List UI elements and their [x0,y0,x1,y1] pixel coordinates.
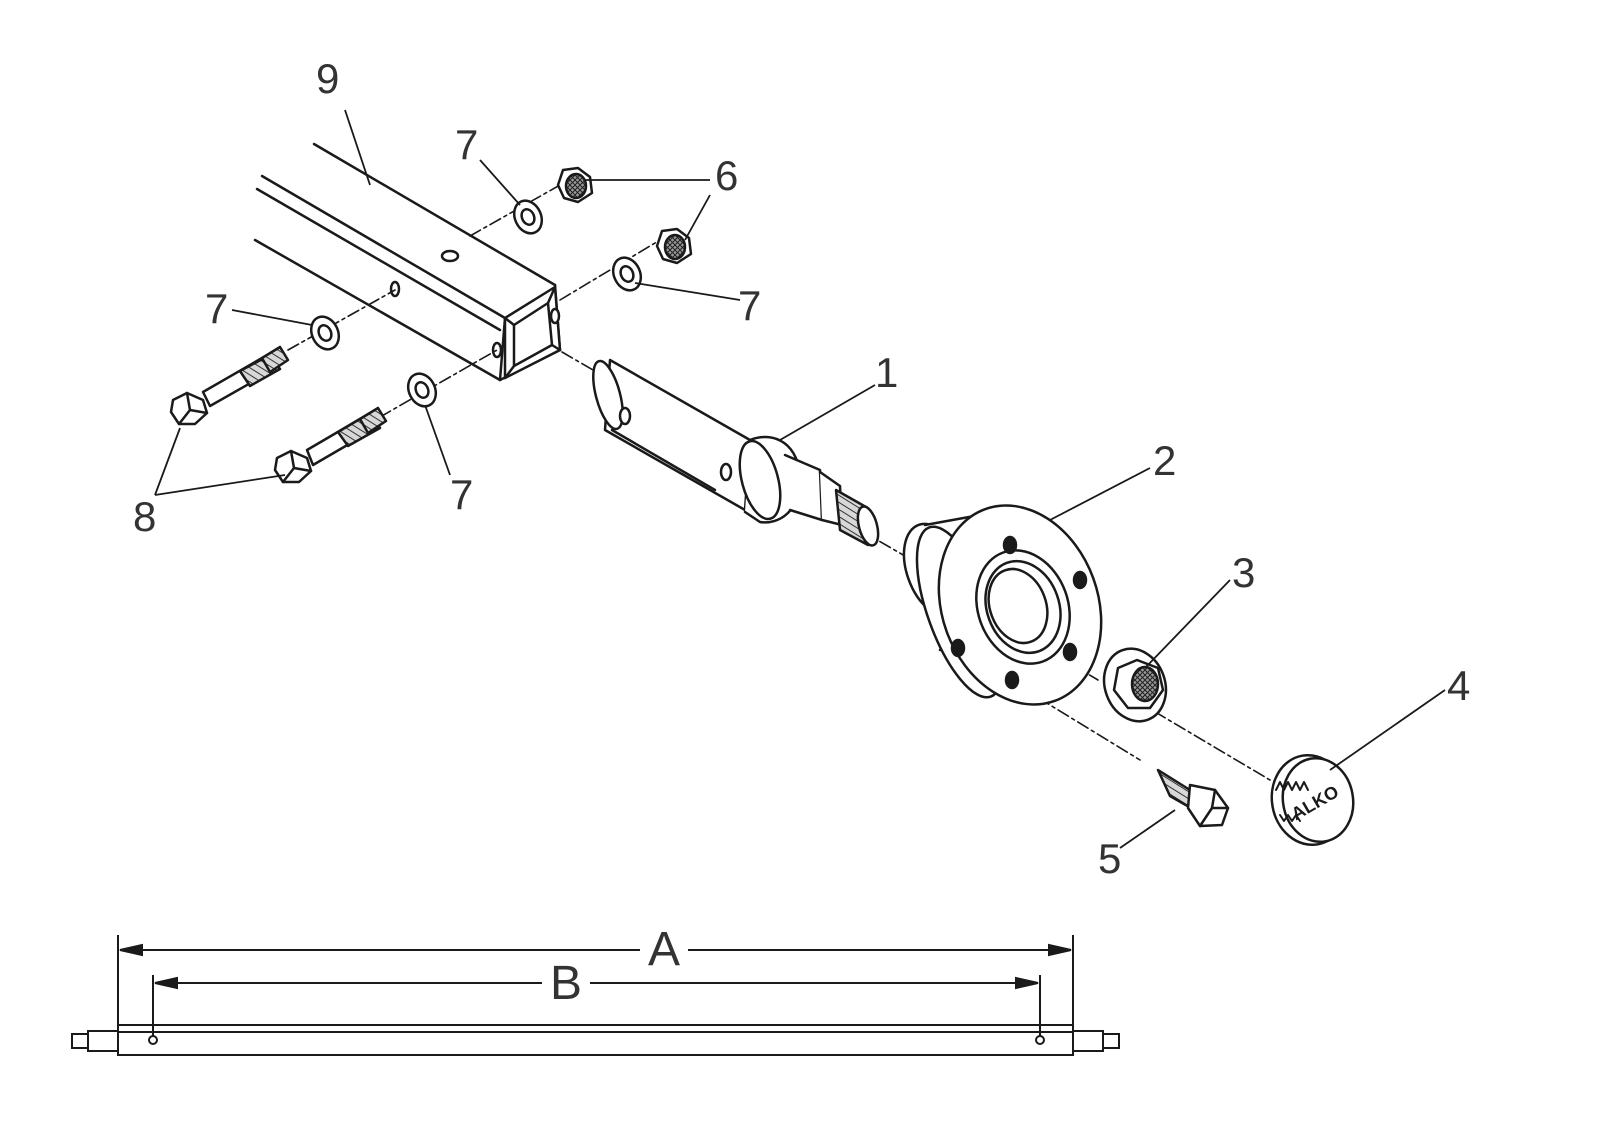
wheel-bolt [1156,768,1230,828]
callout-4: 4 [1447,662,1471,709]
washer-bottom [406,372,438,408]
stub-left [87,1030,119,1052]
callout-7-right: 7 [738,282,762,329]
bolt-lower [273,406,388,484]
stub-right [1072,1030,1104,1052]
hub-nut [1102,647,1168,723]
callout-6: 6 [715,152,739,199]
hub-cap [1270,753,1355,847]
leader-lines [154,109,1446,849]
lock-nut-top [556,166,594,204]
callout-3: 3 [1232,549,1256,596]
callout-7-bottom: 7 [450,471,474,518]
callout-2: 2 [1153,437,1177,484]
lock-nut-bottom [655,227,693,265]
callout-7-left: 7 [205,285,229,332]
stub-axle [592,358,880,547]
callout-7-top: 7 [455,121,479,168]
callout-5: 5 [1098,835,1122,882]
callout-8: 8 [133,493,157,540]
callout-9: 9 [316,55,340,102]
axle-beam-side-view [117,1024,1074,1056]
dimension-label-b: B [542,960,591,1008]
washer-left [309,315,341,351]
wheel-hub [902,504,1103,706]
washer-right [611,256,643,292]
callout-1: 1 [875,349,899,396]
axle-dimension-drawing [71,935,1120,1056]
washer-top [512,199,544,235]
bolt-upper [169,345,290,426]
dimension-label-a: A [640,926,689,974]
axle-tube [253,142,562,382]
